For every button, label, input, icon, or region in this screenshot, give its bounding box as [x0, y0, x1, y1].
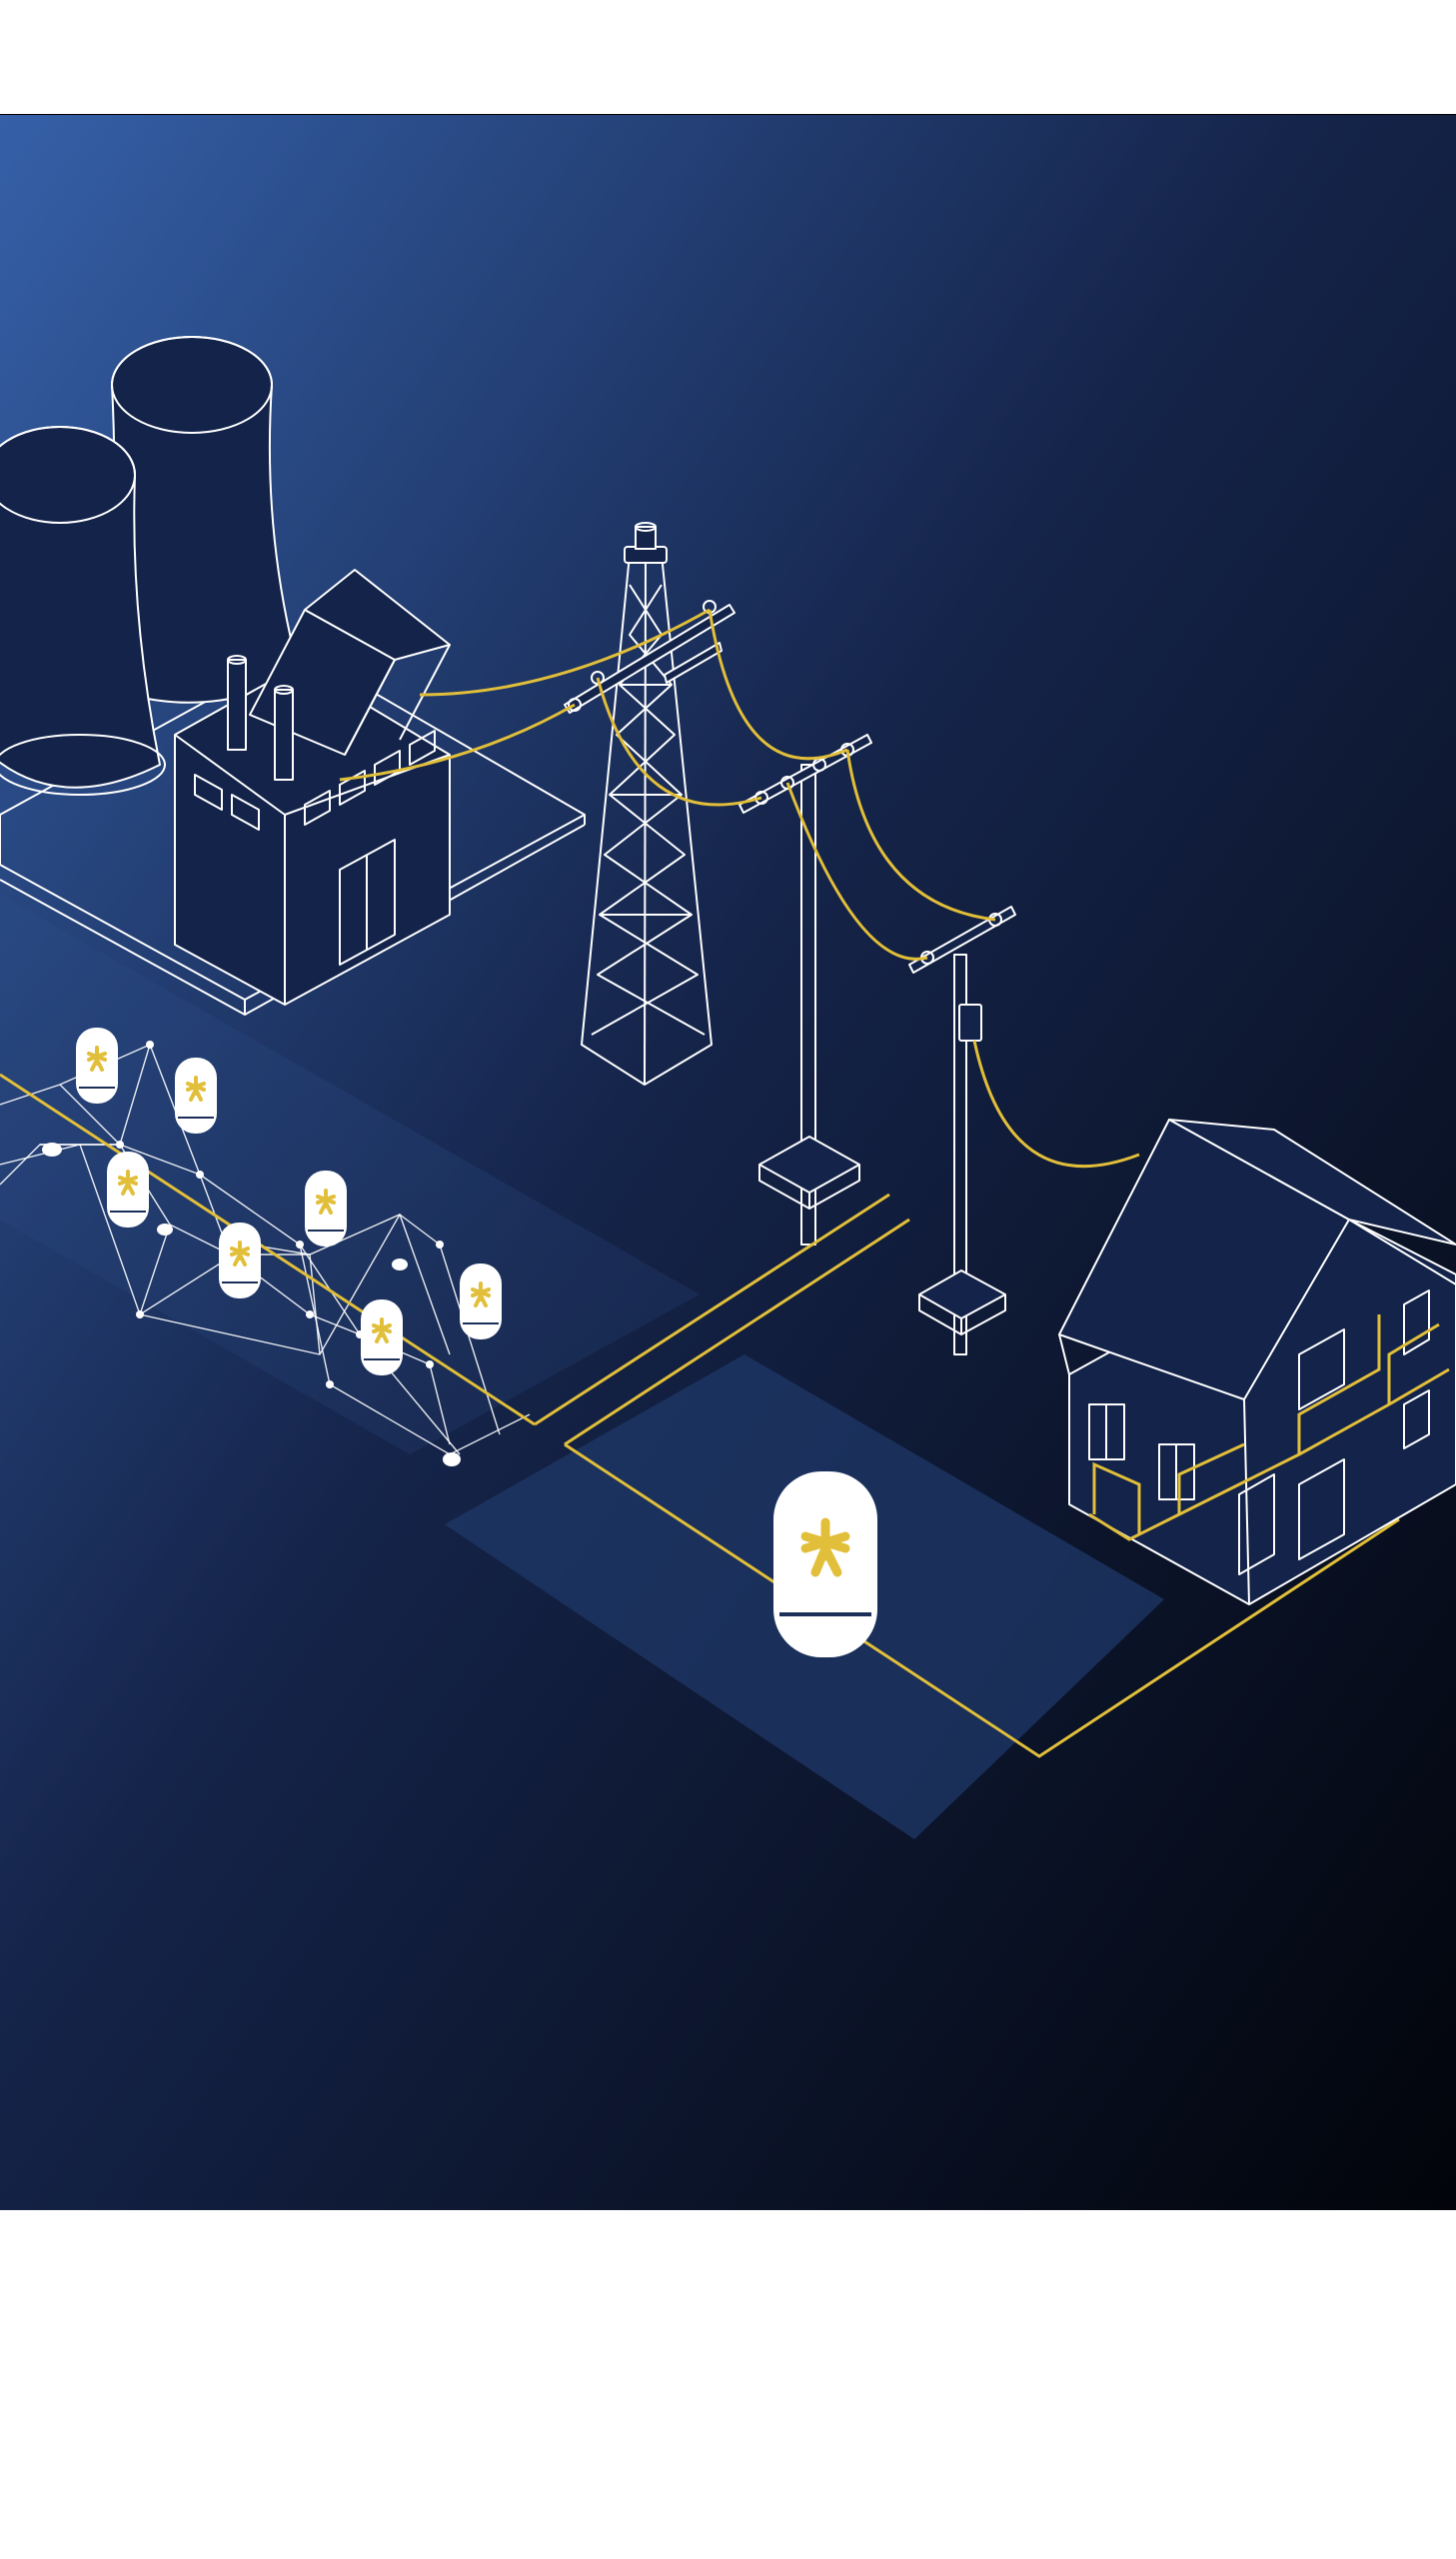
smart-device-icon [303, 1169, 349, 1249]
power-lines [339, 608, 1400, 1758]
smart-device-icon [359, 1297, 405, 1377]
smart-device-icon [773, 1471, 877, 1657]
house-icon [1058, 1119, 1456, 1605]
smart-device-icon [458, 1262, 504, 1341]
smart-device-icon [217, 1221, 263, 1300]
energy-grid-illustration [0, 115, 1456, 2210]
utility-pole-icon [908, 906, 1016, 1355]
smart-device-icon [105, 1150, 151, 1230]
illustration-frame [0, 114, 1456, 2210]
smart-device-icon [74, 1026, 120, 1106]
smart-device-icon [173, 1056, 219, 1136]
mesh-network-icon [0, 1041, 536, 1466]
power-plant-icon [0, 336, 586, 1016]
